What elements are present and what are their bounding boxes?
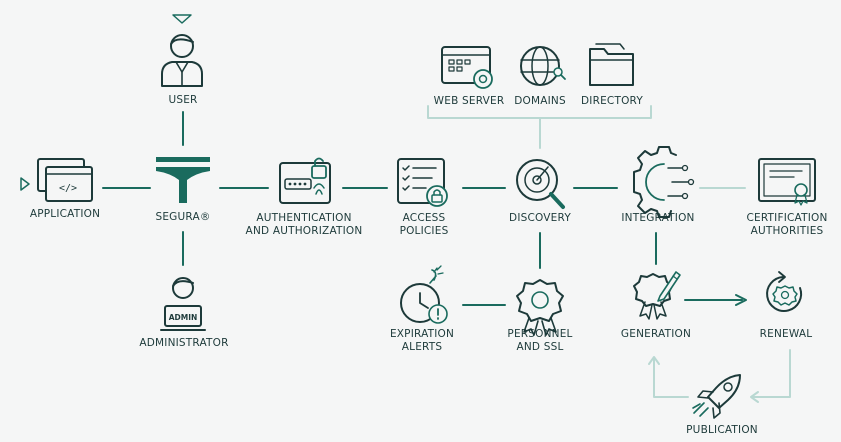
personnel-ssl-icon bbox=[516, 279, 564, 336]
label-policies: POLICIES bbox=[399, 225, 449, 237]
connector-renewal-publication bbox=[751, 349, 791, 398]
label-web-server: WEB SERVER bbox=[433, 95, 505, 107]
label-directory: DIRECTORY bbox=[581, 95, 643, 107]
label-certification: CERTIFICATION bbox=[746, 212, 828, 224]
label-authorization: AND AUTHORIZATION bbox=[245, 225, 363, 237]
label-expiration: EXPIRATION bbox=[389, 328, 455, 340]
expiration-alert-icon bbox=[400, 265, 448, 324]
integration-icon bbox=[633, 146, 695, 218]
label-publication: PUBLICATION bbox=[686, 424, 758, 436]
code-tag-text: </> bbox=[59, 183, 77, 194]
label-authorities: AUTHORITIES bbox=[750, 225, 824, 237]
connector-publication-generation bbox=[653, 357, 689, 398]
admin-badge-text: ADMIN bbox=[169, 313, 198, 322]
label-discovery: DISCOVERY bbox=[509, 212, 571, 224]
discovery-icon bbox=[516, 159, 565, 209]
arrowhead-publication bbox=[750, 391, 759, 403]
publication-rocket-icon bbox=[692, 374, 741, 419]
generation-icon bbox=[633, 271, 681, 320]
label-segura: SEGURA® bbox=[155, 211, 211, 223]
label-generation: GENERATION bbox=[620, 328, 692, 340]
arrowhead-renewal bbox=[735, 294, 747, 306]
web-server-icon bbox=[441, 46, 493, 89]
renewal-icon bbox=[766, 271, 803, 312]
label-alerts: ALERTS bbox=[401, 341, 443, 353]
label-administrator: ADMINISTRATOR bbox=[139, 337, 229, 349]
label-and-ssl: AND SSL bbox=[516, 341, 564, 353]
light-connectors bbox=[427, 105, 791, 403]
authentication-icon bbox=[279, 157, 331, 204]
certificate-icon bbox=[758, 158, 816, 206]
label-domains: DOMAINS bbox=[514, 95, 566, 107]
directory-icon bbox=[589, 43, 634, 86]
label-renewal: RENEWAL bbox=[759, 328, 813, 340]
label-application: APPLICATION bbox=[29, 208, 101, 220]
user-icon bbox=[161, 14, 203, 87]
domains-icon bbox=[520, 46, 566, 86]
label-personnel: PERSONNEL bbox=[507, 328, 573, 340]
label-authentication: AUTHENTICATION bbox=[256, 212, 352, 224]
segura-logo bbox=[156, 157, 210, 203]
label-access: ACCESS bbox=[402, 212, 446, 224]
access-policies-icon bbox=[397, 158, 448, 207]
connectors bbox=[102, 111, 747, 306]
label-user: USER bbox=[168, 94, 198, 106]
application-icon bbox=[20, 158, 93, 202]
arrowhead-generation bbox=[648, 356, 660, 365]
administrator-icon bbox=[160, 277, 206, 331]
label-integration: INTEGRATION bbox=[621, 212, 695, 224]
